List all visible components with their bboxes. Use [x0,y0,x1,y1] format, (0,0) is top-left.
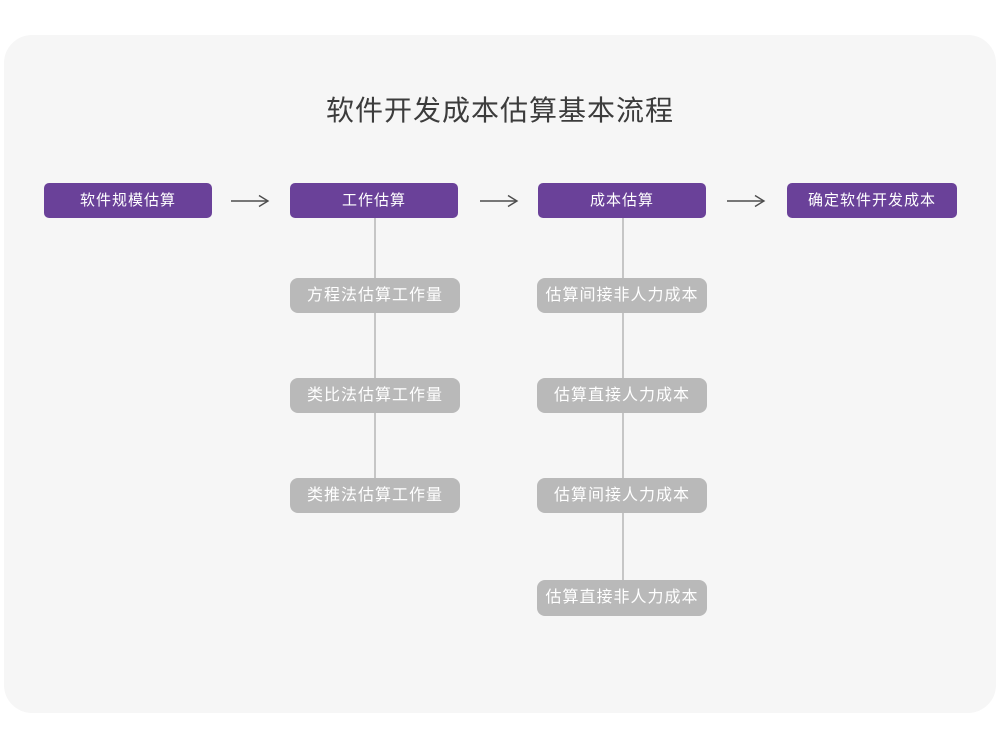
sub-node-direct-labor-cost: 估算直接人力成本 [537,378,707,413]
diagram-card [4,35,996,713]
sub-node-direct-nonlabor-cost: 估算直接非人力成本 [537,580,707,616]
sub-node-indirect-nonlabor-cost: 估算间接非人力成本 [537,278,707,313]
main-node-work-estimation: 工作估算 [290,183,458,218]
arrow-right-icon [726,194,766,208]
connector-line-work [374,218,376,478]
arrow-right-icon [479,194,519,208]
sub-node-indirect-labor-cost: 估算间接人力成本 [537,478,707,513]
main-node-final-cost: 确定软件开发成本 [787,183,957,218]
sub-node-equation-method: 方程法估算工作量 [290,278,460,313]
diagram-title: 软件开发成本估算基本流程 [325,95,674,126]
main-node-scale-estimation: 软件规模估算 [44,183,212,218]
arrow-right-icon [230,194,270,208]
sub-node-extrapolation-method: 类推法估算工作量 [290,478,460,513]
sub-node-analogy-method: 类比法估算工作量 [290,378,460,413]
main-node-cost-estimation: 成本估算 [538,183,706,218]
